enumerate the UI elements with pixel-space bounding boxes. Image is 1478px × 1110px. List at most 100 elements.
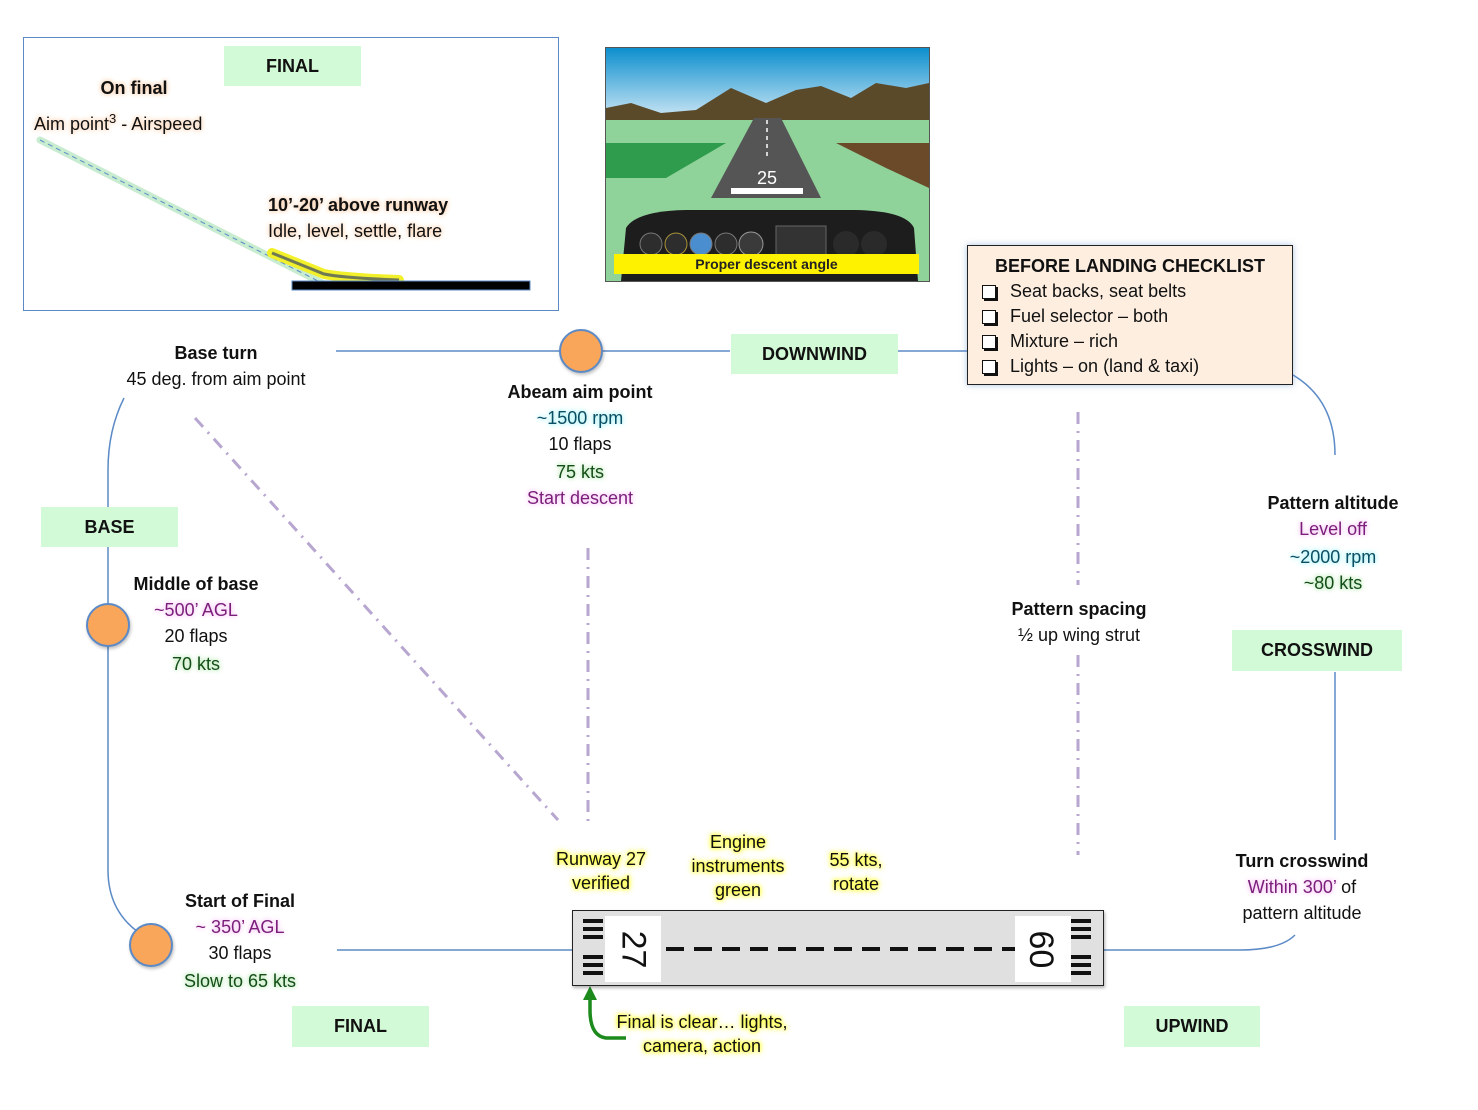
gauge-7	[861, 231, 887, 257]
base-turn-detail: 45 deg. from aim point	[126, 369, 306, 389]
inset-runway	[291, 280, 531, 291]
checkbox-icon[interactable]	[982, 309, 996, 324]
middle-base-altitude: ~500’ AGL	[154, 600, 238, 620]
leg-label-crosswind: CROSSWIND	[1232, 630, 1402, 671]
checklist-item[interactable]: Seat backs, seat belts	[982, 279, 1292, 304]
middle-base-note: Middle of base ~500’ AGL 20 flaps 70 kts	[116, 571, 276, 677]
turn-crosswind-title: Turn crosswind	[1235, 851, 1369, 871]
callout-line: rotate	[832, 874, 880, 894]
flare-path-core	[271, 251, 400, 282]
checklist-item-label: Fuel selector – both	[1010, 306, 1169, 326]
leg-label-upwind: UPWIND	[1124, 1006, 1260, 1047]
abeam-action: Start descent	[526, 488, 634, 508]
waypoint-start-final	[129, 923, 173, 967]
final-approach-inset: FINAL On final Aim point3 - Airspeed 10’…	[23, 37, 559, 311]
upwind-crosswind-line	[1104, 934, 1296, 951]
runway-centerline-dashes	[666, 947, 1016, 951]
on-final-note: On final	[64, 75, 204, 101]
pattern-altitude-title: Pattern altitude	[1267, 493, 1399, 513]
checklist-item-label: Lights – on (land & taxi)	[1010, 356, 1200, 376]
callout-line: camera, action	[642, 1036, 762, 1056]
glidepath-diagram	[36, 136, 531, 291]
leg-label-base: BASE	[41, 507, 178, 547]
pattern-spacing-note: Pattern spacing ½ up wing strut	[989, 596, 1169, 648]
callout-line: instruments	[691, 856, 785, 876]
turn-crosswind-detail-1: of	[1336, 877, 1357, 897]
middle-base-title: Middle of base	[133, 574, 259, 594]
checklist-item[interactable]: Mixture – rich	[982, 329, 1292, 354]
runway-number-left: 27	[605, 916, 661, 982]
callout-line: 55 kts,	[829, 850, 883, 870]
cockpit-view-illustration: 25	[606, 48, 929, 281]
gauge-1	[639, 232, 663, 256]
turn-crosswind-altitude: Within 300’	[1247, 877, 1337, 897]
turn-crosswind-detail-2: pattern altitude	[1242, 903, 1362, 923]
airspeed-text: - Airspeed	[116, 114, 203, 134]
callout-rotate: 55 kts, rotate	[806, 848, 906, 896]
pattern-spacing-detail: ½ up wing strut	[1017, 625, 1141, 645]
callout-final-clear: Final is clear… lights, camera, action	[610, 1010, 794, 1058]
field-dark-right	[836, 143, 929, 188]
base-leg-line	[107, 397, 139, 933]
photo-runway-number: 25	[757, 168, 777, 188]
on-final-title: On final	[100, 78, 168, 98]
threshold-marks-right-bottom	[1071, 955, 1091, 979]
pattern-altitude-rpm: ~2000 rpm	[1289, 547, 1377, 567]
callout-line: verified	[571, 873, 631, 893]
gauge-5	[738, 231, 764, 257]
mountains	[606, 83, 929, 126]
turn-crosswind-note: Turn crosswind Within 300’ of pattern al…	[1212, 848, 1392, 926]
callout-runway-verified: Runway 27 verified	[548, 847, 654, 895]
start-final-speed: Slow to 65 kts	[183, 971, 297, 991]
leg-label-downwind: DOWNWIND	[731, 334, 898, 374]
checklist-item[interactable]: Fuel selector – both	[982, 304, 1292, 329]
arrowhead-icon	[583, 986, 597, 1000]
field-dark-left	[606, 143, 726, 178]
aim-point-text: Aim point	[34, 114, 110, 134]
aim-point-note: Aim point3 - Airspeed	[34, 106, 202, 137]
runway-threshold-marks	[731, 188, 803, 194]
checkbox-icon[interactable]	[982, 359, 996, 374]
pattern-spacing-title: Pattern spacing	[1011, 599, 1147, 619]
descent-angle-picture: 25 Proper descent angle	[605, 47, 930, 282]
aim-point-sup: 3	[109, 111, 117, 126]
start-final-title: Start of Final	[184, 891, 295, 911]
abeam-title: Abeam aim point	[507, 382, 653, 402]
checklist-item-label: Mixture – rich	[1010, 331, 1119, 351]
abeam-rpm: ~1500 rpm	[536, 408, 624, 428]
downwind-turn-line	[1292, 374, 1336, 456]
threshold-marks-left-bottom	[583, 955, 603, 979]
gauge-2	[664, 232, 688, 256]
checklist-item-label: Seat backs, seat belts	[1010, 281, 1187, 301]
checkbox-icon[interactable]	[982, 284, 996, 299]
abeam-speed: 75 kts	[555, 462, 605, 482]
runway-number-27: 27	[614, 930, 653, 968]
base-turn-title: Base turn	[174, 343, 258, 363]
middle-base-speed: 70 kts	[171, 654, 221, 674]
runway-number-right: 09	[1015, 916, 1071, 982]
waypoint-abeam	[559, 329, 603, 373]
green-arrow-icon	[588, 995, 626, 1040]
gauge-6	[833, 231, 859, 257]
gauge-4	[714, 232, 738, 256]
start-final-note: Start of Final ~ 350’ AGL 30 flaps Slow …	[160, 888, 320, 994]
leg-label-final-inset: FINAL	[224, 46, 361, 86]
checkbox-icon[interactable]	[982, 334, 996, 349]
start-final-altitude: ~ 350’ AGL	[195, 917, 285, 937]
runway-27-09: 27 09	[572, 910, 1104, 986]
pattern-altitude-speed: ~80 kts	[1303, 573, 1363, 593]
leg-label-final: FINAL	[292, 1006, 429, 1047]
callout-line: green	[714, 880, 762, 900]
pattern-altitude-action: Level off	[1299, 519, 1367, 539]
callout-engine-green: Engine instruments green	[678, 830, 798, 902]
before-landing-checklist: BEFORE LANDING CHECKLIST Seat backs, sea…	[967, 245, 1293, 385]
abeam-flaps: 10 flaps	[548, 434, 612, 454]
base-guide-line	[193, 416, 560, 822]
waypoint-middle-base	[86, 603, 130, 647]
threshold-marks-left-top	[583, 919, 603, 943]
runway-number-09: 09	[1023, 930, 1062, 968]
photo-caption: Proper descent angle	[614, 254, 919, 274]
checklist-item[interactable]: Lights – on (land & taxi)	[982, 354, 1292, 379]
start-final-flaps: 30 flaps	[208, 943, 272, 963]
